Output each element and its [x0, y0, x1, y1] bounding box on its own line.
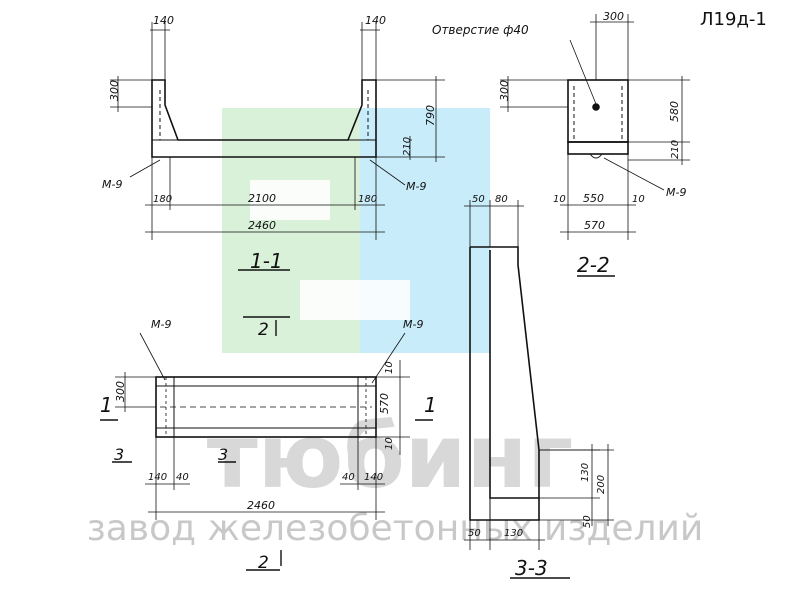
plan-ref-mark: 2 [258, 553, 269, 573]
plan-right-height: 570 [378, 393, 391, 414]
plan-dim-bottom-right-1: 40 [342, 472, 355, 483]
s22-bottom-height: 210 [670, 140, 681, 159]
s33-right-total: 200 [596, 475, 607, 494]
watermark-subtitle: завод железобетонных изделий [87, 508, 704, 549]
s11-top-right-dim: 140 [365, 14, 386, 27]
s11-ref-mark: 2 [258, 320, 269, 340]
plan-dim-bottom-left-1: 140 [148, 472, 167, 483]
s22-top-width: 300 [603, 10, 624, 23]
section-3-3 [464, 200, 614, 579]
plan-view [100, 332, 433, 571]
s11-top-left-dim: 140 [153, 14, 174, 27]
s22-dim-right: 10 [632, 194, 645, 205]
plan-cut-right: 1 [424, 393, 437, 417]
section-2-2-labels: Отверстие ф40 300 300 580 210 М-9 10 550… [432, 10, 686, 277]
sheet-code: Л19д-1 [700, 9, 767, 30]
plan-left-mark: М-9 [151, 318, 171, 331]
s11-left-mark: М-9 [102, 178, 122, 191]
s22-dim-center: 550 [583, 192, 604, 205]
watermark-company: тюбинг [207, 405, 573, 508]
s22-mark: М-9 [666, 186, 686, 199]
s22-left-height: 300 [498, 80, 511, 101]
plan-right-top-dim: 10 [384, 361, 395, 374]
s33-right-upper: 130 [580, 463, 591, 482]
s11-dim-left: 180 [153, 194, 172, 205]
plan-labels: М-9 М-9 300 570 10 10 1 1 3 3 140 40 40 … [100, 318, 437, 573]
plan-total-length: 2460 [247, 499, 275, 512]
plan-dim-bottom-right-2: 140 [364, 472, 383, 483]
s33-top-left: 50 [472, 194, 485, 205]
section-2-2-block [567, 79, 629, 143]
s33-top-right: 80 [495, 194, 508, 205]
watermark: тюбинг завод железобетонных изделий [87, 108, 704, 549]
s22-hole-label: Отверстие ф40 [432, 23, 529, 37]
s22-right-height: 580 [668, 101, 681, 122]
s33-right-lower: 50 [582, 515, 593, 528]
s22-total-width: 570 [584, 219, 605, 232]
s33-bottom-left: 50 [468, 528, 481, 539]
plan-right-mark: М-9 [403, 318, 423, 331]
plan-cut-left: 1 [100, 393, 113, 417]
s11-slab-thickness: 210 [402, 137, 413, 156]
plan-cut-3-left: 3 [114, 445, 124, 464]
s11-title: 1-1 [250, 249, 283, 273]
s11-dim-center: 2100 [248, 192, 276, 205]
section-1-1-labels: 140 140 300 790 210 М-9 М-9 180 2100 180… [102, 14, 437, 340]
plan-dim-bottom-left-2: 40 [176, 472, 189, 483]
s11-dim-right: 180 [358, 194, 377, 205]
s22-title: 2-2 [577, 253, 610, 277]
s11-left-height: 300 [108, 80, 121, 101]
plan-left-height: 300 [114, 381, 127, 402]
section-1-1 [110, 22, 445, 271]
s11-right-mark: М-9 [406, 180, 426, 193]
section-1-1-outline [151, 79, 377, 158]
s33-bottom-center: 130 [504, 528, 523, 539]
section-2-2 [500, 14, 690, 277]
plan-right-bottom-dim: 10 [384, 437, 395, 450]
plan-cut-3-right: 3 [218, 445, 228, 464]
s11-right-height: 790 [424, 105, 437, 126]
section-3-3-labels: 50 80 130 200 50 50 130 3-3 [468, 194, 607, 580]
s33-title: 3-3 [515, 556, 548, 580]
s22-dim-left: 10 [553, 194, 566, 205]
s11-total-length: 2460 [248, 219, 276, 232]
